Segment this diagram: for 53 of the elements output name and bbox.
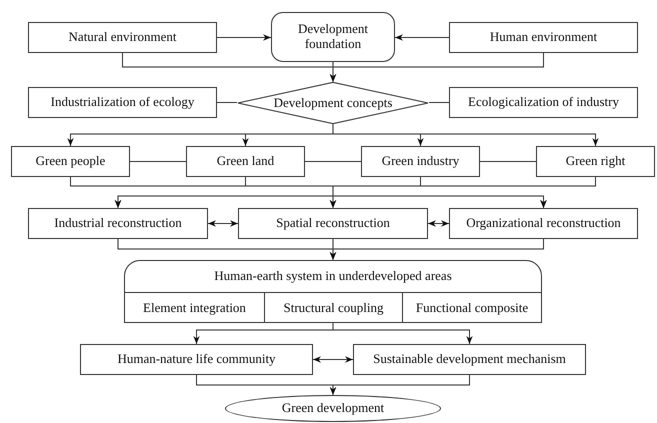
process-box <box>28 87 217 118</box>
system-panel <box>124 260 542 323</box>
process-box <box>238 208 428 239</box>
process-box <box>186 146 305 177</box>
box-label: Organizational reconstruction <box>465 216 622 231</box>
decision-diamond <box>237 82 429 124</box>
box-label: Human-nature life community <box>116 352 277 367</box>
box-label: Industrialization of ecology <box>50 95 196 110</box>
process-box <box>361 146 480 177</box>
table-cell <box>264 292 402 323</box>
process-box <box>449 87 638 118</box>
box-label: Functional composite <box>414 300 530 316</box>
process-box <box>449 208 638 239</box>
box-label: Green development <box>280 401 386 416</box>
arrow <box>428 220 450 227</box>
box-label: Ecologicalization of industry <box>467 95 620 110</box>
rounded-box <box>271 12 395 62</box>
box-label: Human environment <box>488 30 598 45</box>
process-box <box>536 146 655 177</box>
box-label: Element integration <box>142 300 247 316</box>
connector-line <box>480 161 536 162</box>
connector-line <box>304 161 362 162</box>
connector-line <box>216 102 238 103</box>
arrow <box>312 356 354 363</box>
arrow <box>330 374 470 396</box>
process-box <box>28 208 208 239</box>
process-box <box>80 344 313 375</box>
box-label: Human-earth system in underdeveloped areas <box>213 269 453 284</box>
process-box <box>353 344 586 375</box>
box-label: Development concepts <box>272 96 394 110</box>
arrow <box>330 238 544 260</box>
arrow <box>332 124 599 146</box>
box-label: Industrial reconstruction <box>53 216 183 231</box>
connector-line <box>130 161 186 162</box>
connector-line <box>428 102 450 103</box>
box-label: Natural environment <box>68 30 178 45</box>
box-label: Green land <box>216 154 276 169</box>
arrow <box>208 220 238 227</box>
arrow <box>394 34 450 41</box>
table-cell <box>402 292 541 323</box>
process-box <box>28 22 217 53</box>
box-label: Structural coupling <box>282 300 384 316</box>
box-label: Green right <box>564 154 626 169</box>
box-label: Green people <box>34 154 106 169</box>
arrow <box>332 322 473 344</box>
box-label: Spatial reconstruction <box>275 216 391 231</box>
box-label: Development foundation <box>296 22 370 52</box>
arrow <box>330 52 544 82</box>
arrow <box>216 34 272 41</box>
box-label: Sustainable development mechanism <box>372 352 567 367</box>
process-box <box>11 146 130 177</box>
box-label: Green industry <box>380 154 460 169</box>
process-box <box>449 22 638 53</box>
